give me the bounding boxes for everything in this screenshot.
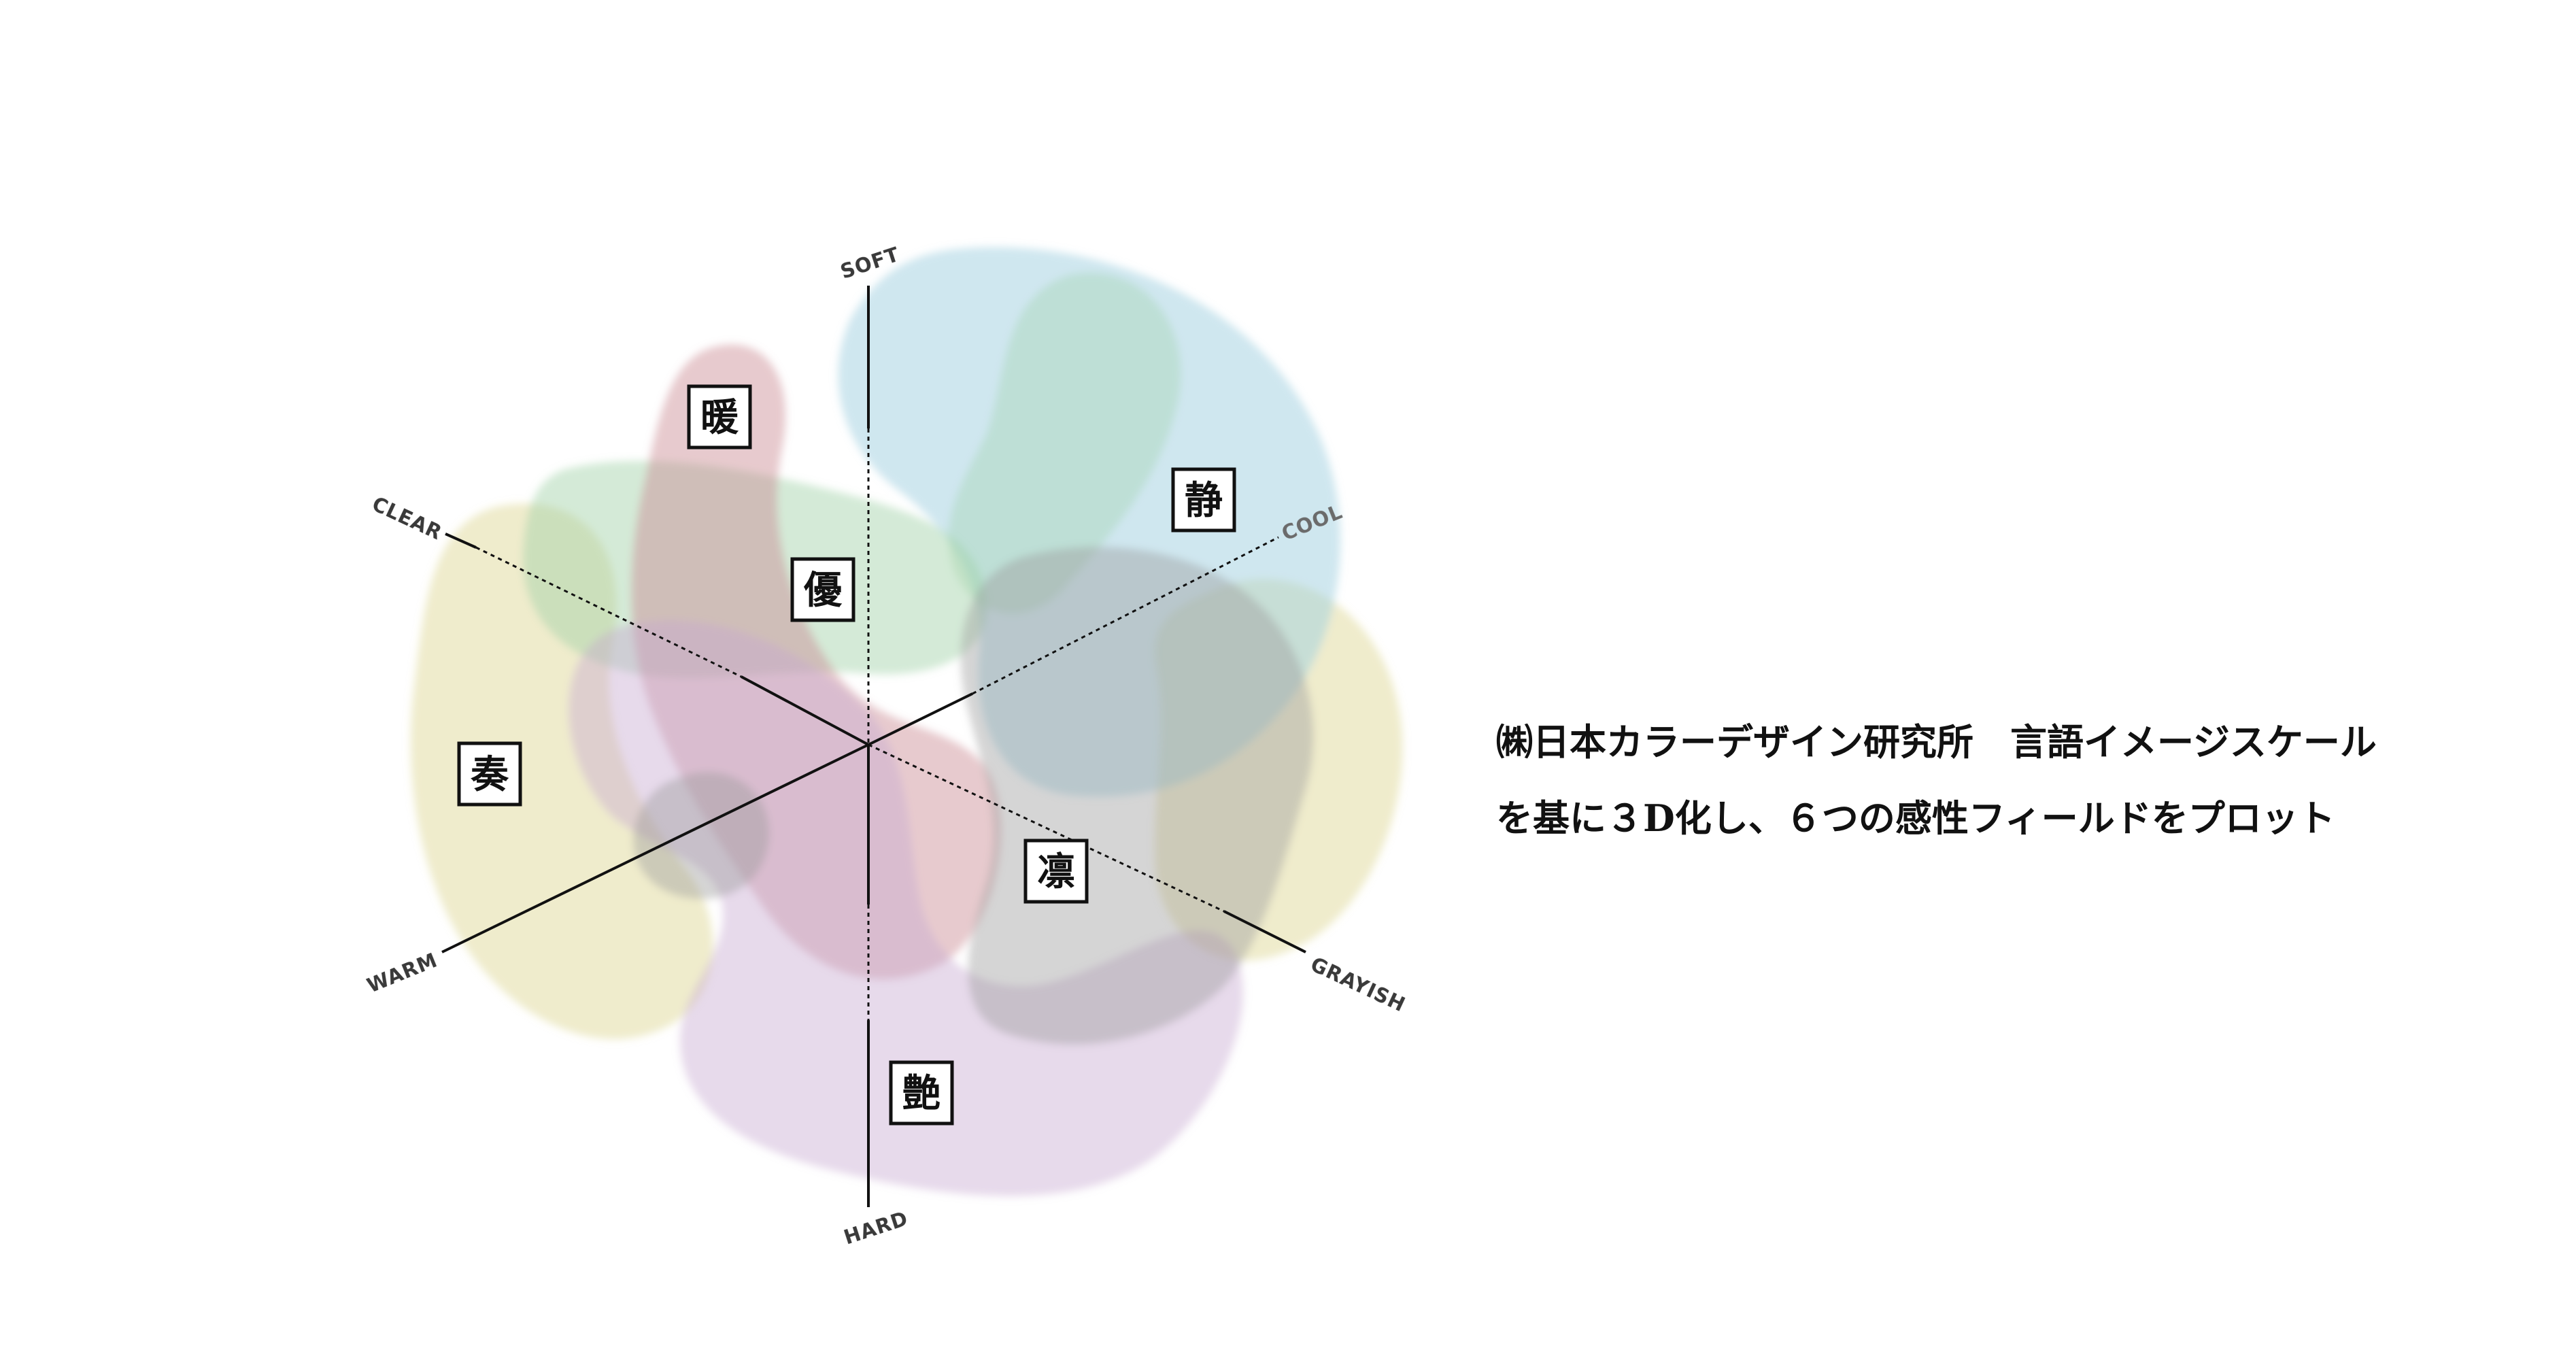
- caption: ㈱日本カラーデザイン研究所 言語イメージスケール を基に３D化し、６つの感性フィ…: [1496, 704, 2557, 856]
- field-blob-rin-small: [633, 772, 770, 899]
- field-label-en: 艶: [889, 1060, 954, 1126]
- svg-text:艶: 艶: [902, 1072, 940, 1116]
- field-blob-sei-inner: [948, 273, 1181, 614]
- field-label-sou: 奏: [457, 741, 522, 807]
- field-blob-rin: [960, 547, 1314, 1045]
- axis-grayish-solid: [1223, 910, 1306, 953]
- caption-line-1: ㈱日本カラーデザイン研究所 言語イメージスケール: [1496, 720, 2377, 764]
- svg-text:暖: 暖: [700, 396, 739, 440]
- axis-label-grayish: GRAYISH: [1307, 953, 1409, 1017]
- axes: [441, 286, 1306, 1207]
- field-blobs: [410, 247, 1403, 1196]
- axis-label-warm: WARM: [364, 948, 441, 997]
- axis-clear-dotted: [475, 546, 742, 678]
- field-label-sei: 静: [1171, 467, 1236, 533]
- svg-text:奏: 奏: [471, 753, 509, 797]
- axis-cool-dotted: [972, 536, 1279, 695]
- svg-text:静: 静: [1185, 479, 1223, 523]
- field-label-rin: 凛: [1023, 839, 1089, 904]
- svg-text:優: 優: [803, 569, 843, 613]
- axis-clear-solid: [445, 533, 477, 549]
- field-label-dan: 暖: [687, 384, 752, 450]
- axis-clear-inner: [741, 675, 869, 746]
- field-blob-sou: [410, 503, 713, 1039]
- caption-line-2: を基に３D化し、６つの感性フィールドをプロット: [1496, 796, 2335, 840]
- axis-cool-solid: [868, 692, 973, 746]
- axis-label-hard: HARD: [841, 1206, 911, 1249]
- axis-label-clear: CLEAR: [369, 492, 445, 545]
- axis-warm-solid: [441, 743, 869, 953]
- svg-text:凛: 凛: [1037, 850, 1075, 894]
- axis-grayish-dotted: [868, 743, 1225, 913]
- field-label-yu: 優: [790, 557, 855, 622]
- field-blob-en: [569, 620, 1243, 1196]
